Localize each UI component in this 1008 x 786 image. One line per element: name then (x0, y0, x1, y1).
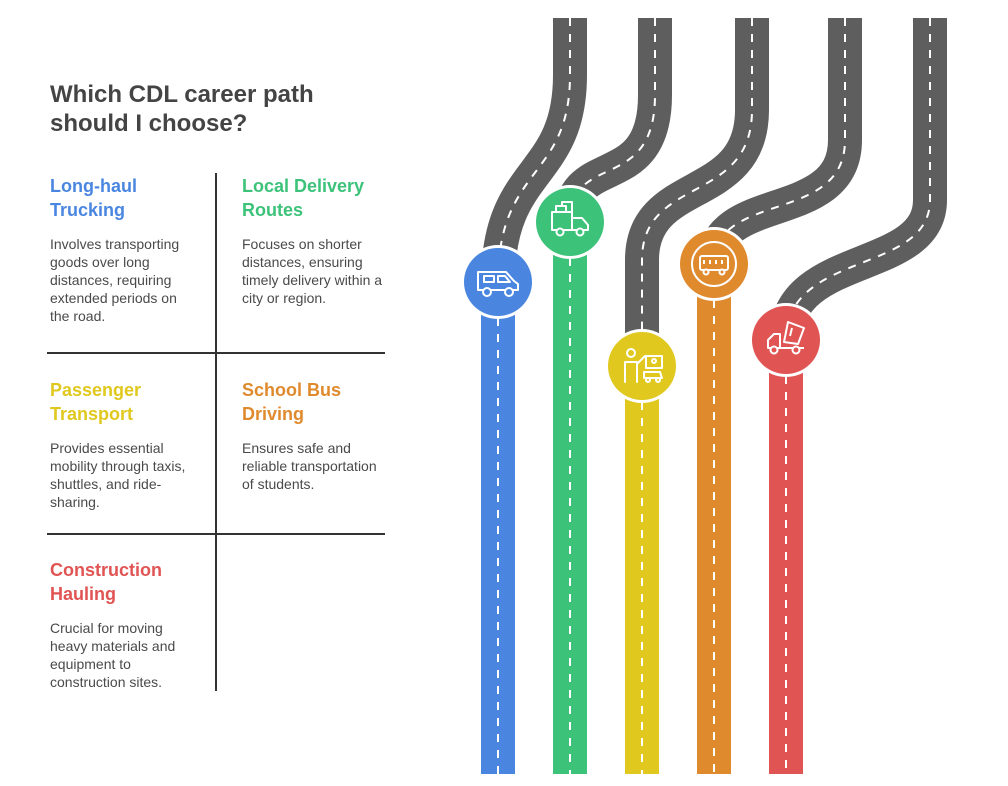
path-description: Involves transporting goods over long di… (50, 236, 180, 324)
passenger-icon (605, 329, 679, 403)
path-card-long-haul: Long-haul Trucking Involves transporting… (50, 174, 200, 325)
path-card-local-delivery: Local Delivery Routes Focuses on shorter… (242, 174, 392, 307)
path-heading: Local Delivery Routes (242, 176, 365, 220)
path-description: Provides essential mobility through taxi… (50, 440, 186, 510)
page-title-line-1: Which CDL career path (50, 81, 314, 108)
dump-truck-icon (749, 303, 823, 377)
path-card-passenger: Passenger Transport Provides essential m… (50, 378, 200, 511)
grid-divider-horizontal-1 (47, 352, 385, 354)
path-card-construction: Construction Hauling Crucial for moving … (50, 558, 200, 691)
path-heading: Construction Hauling (50, 560, 162, 604)
path-card-school-bus: School Bus Driving Ensures safe and reli… (242, 378, 392, 493)
lane-passenger (625, 366, 659, 774)
path-description: Ensures safe and reliable transportation… (242, 440, 377, 492)
path-description: Crucial for moving heavy materials and e… (50, 620, 176, 690)
bus-icon (677, 227, 751, 301)
grid-divider-vertical (215, 173, 217, 691)
lane-school-bus (697, 264, 731, 774)
lane-long-haul (481, 282, 515, 774)
grid-divider-horizontal-2 (47, 533, 385, 535)
van-icon (461, 245, 535, 319)
path-description: Focuses on shorter distances, ensuring t… (242, 236, 383, 306)
lane-local-delivery (553, 222, 587, 774)
path-heading: School Bus Driving (242, 380, 342, 424)
road-1 (481, 18, 587, 283)
page-title-line-2: should I choose? (50, 110, 248, 137)
delivery-truck-icon (533, 185, 607, 259)
road-3 (625, 18, 769, 366)
lane-construction (769, 340, 803, 774)
page-title: Which CDL career path should I choose? (50, 80, 390, 138)
path-heading: Long-haul Trucking (50, 176, 137, 220)
path-heading: Passenger Transport (50, 380, 142, 424)
